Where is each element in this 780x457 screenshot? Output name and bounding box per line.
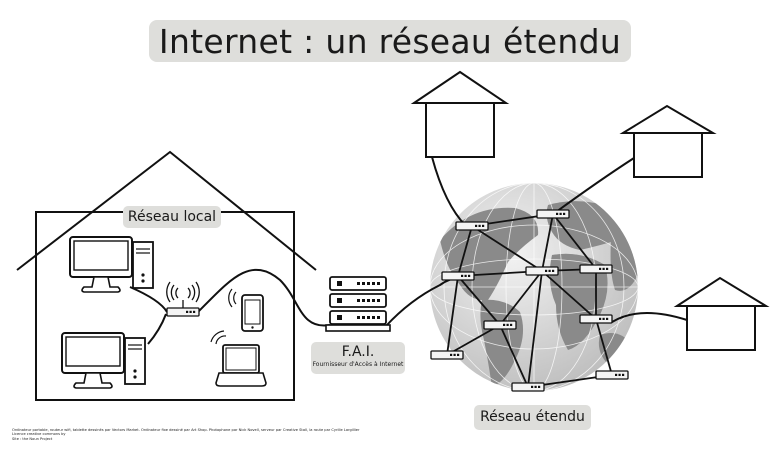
local-network-label-text: Réseau local xyxy=(127,209,217,225)
remote-house-2-icon xyxy=(619,104,717,178)
network-router-icon xyxy=(430,350,464,360)
credits-line-3: Site : the Noun Project xyxy=(12,436,53,441)
local-network-label: Réseau local xyxy=(123,206,221,228)
credits-line-1: Ordinateur portable, routeur wifi, table… xyxy=(12,428,360,432)
credits-line-2: Licence creative commons by xyxy=(12,432,66,437)
network-router-icon xyxy=(441,271,475,281)
desktop-computer-icon xyxy=(61,332,146,389)
network-router-icon xyxy=(525,266,559,276)
wide-network-label: Réseau étendu xyxy=(474,405,591,430)
title-banner: Internet : un réseau étendu xyxy=(149,20,631,62)
cable-desktop-1-router xyxy=(129,286,168,313)
network-router-icon xyxy=(579,264,613,274)
smartphone-icon xyxy=(228,288,264,332)
cable-house-3 xyxy=(611,311,688,323)
isp-label-title: F.A.I. xyxy=(341,344,375,360)
network-router-icon xyxy=(455,221,489,231)
network-router-icon xyxy=(511,382,545,392)
server-rack-icon xyxy=(325,276,391,332)
isp-label-subtitle: Fournisseur d'Accès à Internet xyxy=(312,361,404,368)
credits: Ordinateur portable, routeur wifi, table… xyxy=(12,428,372,441)
wifi-router-icon xyxy=(166,281,200,317)
network-router-icon xyxy=(483,320,517,330)
cable-house-2 xyxy=(555,157,635,213)
cable-router-isp xyxy=(197,268,331,327)
laptop-icon xyxy=(210,330,267,387)
remote-house-3-icon xyxy=(673,276,770,351)
isp-label: F.A.I. Fournisseur d'Accès à Internet xyxy=(311,342,405,374)
network-router-icon xyxy=(595,370,629,380)
wide-network-label-text: Réseau étendu xyxy=(480,409,585,425)
cable-desktop-2-router xyxy=(147,313,167,345)
network-router-icon xyxy=(579,314,613,324)
remote-house-1-icon xyxy=(410,70,510,158)
page-title: Internet : un réseau étendu xyxy=(158,21,622,61)
desktop-computer-icon xyxy=(69,236,154,293)
network-router-icon xyxy=(536,209,570,219)
